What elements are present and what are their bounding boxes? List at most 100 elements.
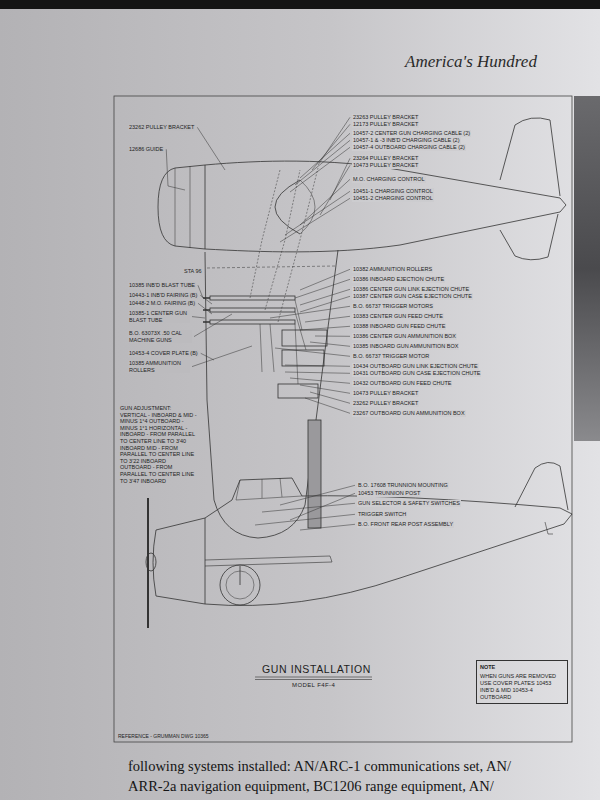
fuselage-plan xyxy=(205,161,566,252)
ammunition-box xyxy=(278,384,318,398)
body-text: following systems installed: AN/ARC-1 co… xyxy=(128,758,511,775)
callout-label: 10448-2 M.O. FAIRING (B) xyxy=(128,300,196,307)
callout-label: 10385-1 CENTER GUN BLAST TUBE xyxy=(128,310,190,323)
leader-line xyxy=(285,365,350,366)
wheel-hub xyxy=(226,571,254,599)
callout-label: B.O. 66737 TRIGGER MOTORS xyxy=(352,303,434,310)
tail-fin xyxy=(515,462,568,510)
callout-label: 10457-4 OUTBOARD CHARGING CABLE (2) xyxy=(352,144,466,151)
drawing-frame xyxy=(114,96,572,742)
callout-label: GUN SELECTOR & SAFETY SWITCHES xyxy=(357,500,461,507)
callout-label: 10386 CENTER GUN AMMUNITION BOX xyxy=(352,333,457,340)
callout-label: 10382 AMMUNITION ROLLERS xyxy=(352,266,433,273)
running-head: America's Hundred xyxy=(405,52,537,72)
page-top-shadow xyxy=(0,0,600,9)
leader-line xyxy=(194,314,232,337)
cowling-plan xyxy=(158,165,205,249)
leader-line xyxy=(305,398,350,413)
callout-label: 10385 INB'D BLAST TUBE xyxy=(128,282,196,289)
callout-label: 10434 OUTBOARD GUN LINK EJECTION CHUTE xyxy=(352,363,479,370)
canopy-frame xyxy=(236,478,302,500)
callout-label: 23264 PULLEY BRACKET xyxy=(352,155,419,162)
callout-label: 10432 OUTBOARD GUN FEED CHUTE xyxy=(352,380,452,387)
callout-label: 10431 OUTBOARD GUN CASE EJECTION CHUTE xyxy=(352,370,481,377)
leader-line xyxy=(290,147,350,192)
gear-strut xyxy=(240,566,241,585)
leader-line xyxy=(280,485,355,505)
callout-label: 23262 PULLEY BRACKET xyxy=(128,124,195,131)
leader-line xyxy=(192,346,252,367)
inboard-gun xyxy=(210,296,295,300)
callout-label: M.O. CHARGING CONTROL xyxy=(352,176,426,183)
callout-label: 10451-1 CHARGING CONTROL xyxy=(352,188,434,195)
cowling-side xyxy=(153,518,205,604)
guide-mark xyxy=(168,186,185,190)
leader-line xyxy=(270,306,350,318)
leader-line xyxy=(201,353,214,360)
station-label: STA 96 xyxy=(183,268,203,275)
callout-label: 23267 OUTBOARD GUN AMMUNITION BOX xyxy=(352,410,466,417)
leader-line xyxy=(312,124,350,170)
leader-line xyxy=(295,140,350,185)
wheel xyxy=(220,565,260,605)
leader-line xyxy=(197,127,225,170)
callout-label: B.O. 63073X .50 CAL MACHINE GUNS xyxy=(128,330,192,343)
leader-line xyxy=(285,191,350,235)
leader-line xyxy=(198,303,212,314)
ammunition-box xyxy=(282,330,327,346)
leader-line xyxy=(300,179,350,225)
callout-label: 12686 GUIDE xyxy=(128,146,164,153)
leader-line xyxy=(198,285,203,298)
drawing-title: GUN INSTALLATION xyxy=(262,663,371,676)
leader-line xyxy=(305,316,350,322)
leader-line xyxy=(280,198,350,242)
leader-line xyxy=(200,295,212,304)
leader-line xyxy=(315,336,350,337)
leader-line xyxy=(290,378,350,383)
leader-line xyxy=(300,326,350,330)
outboard-gun xyxy=(210,320,295,324)
leader-line xyxy=(262,503,355,512)
callout-label: 10473 PULLEY BRACKET xyxy=(352,162,419,169)
leader-line xyxy=(290,493,355,520)
leader-line xyxy=(285,372,350,373)
callout-label: 10443-1 INB'D FAIRING (B) xyxy=(128,292,198,299)
leader-line xyxy=(300,133,350,178)
reference-note: REFERENCE - GRUMMAN DWG 10365 xyxy=(118,733,209,739)
callout-label: 10387 CENTER GUN CASE EJECTION CHUTE xyxy=(352,293,473,300)
callout-label: B.O. FRONT REAR POST ASSEMBLY xyxy=(357,521,454,528)
callout-label: 10473 PULLEY BRACKET xyxy=(352,390,419,397)
leader-line xyxy=(295,279,350,298)
callout-label: B.O. 66737 TRIGGER MOTOR xyxy=(352,353,430,360)
callout-label: 10457-1 & -3 INB'D CHARGING CABLE (2) xyxy=(352,137,461,144)
adjustment-note: GUN ADJUSTMENT: VERTICAL - INBOARD & MID… xyxy=(120,405,198,484)
fuselage-side xyxy=(205,478,572,606)
callout-label: TRIGGER SWITCH xyxy=(357,511,407,518)
note-box: NOTEWHEN GUNS ARE REMOVED USE COVER PLAT… xyxy=(476,660,568,704)
feed-chutes xyxy=(260,300,306,384)
tail-wheel xyxy=(545,522,553,534)
body-text: ARR-2a navigation equipment, BC1206 rang… xyxy=(128,778,494,795)
callout-label: 23263 PULLEY BRACKET xyxy=(352,114,419,121)
plan-view xyxy=(158,118,566,538)
leader-line xyxy=(300,289,350,305)
center-gun xyxy=(210,308,295,312)
callout-label: 23262 PULLEY BRACKET xyxy=(352,400,419,407)
stabilizer-upper xyxy=(500,118,560,196)
leader-line xyxy=(300,524,355,530)
adjacent-photo xyxy=(574,96,600,441)
leader-line xyxy=(310,342,350,346)
callout-label: 10453 TRUNNION POST xyxy=(357,490,421,497)
leader-line xyxy=(275,348,350,356)
leader-line xyxy=(255,514,355,525)
propeller xyxy=(147,498,149,628)
callout-label: 10457-2 CENTER GUN CHARGING CABLE (2) xyxy=(352,130,471,137)
title-underline xyxy=(255,677,372,680)
leader-line xyxy=(192,317,205,318)
wing-station-line xyxy=(207,266,336,268)
windshield-plan xyxy=(275,180,300,234)
callout-label: 10453-4 COVER PLATE (B) xyxy=(128,350,199,357)
leader-line xyxy=(166,149,168,186)
propeller-hub xyxy=(146,553,156,571)
